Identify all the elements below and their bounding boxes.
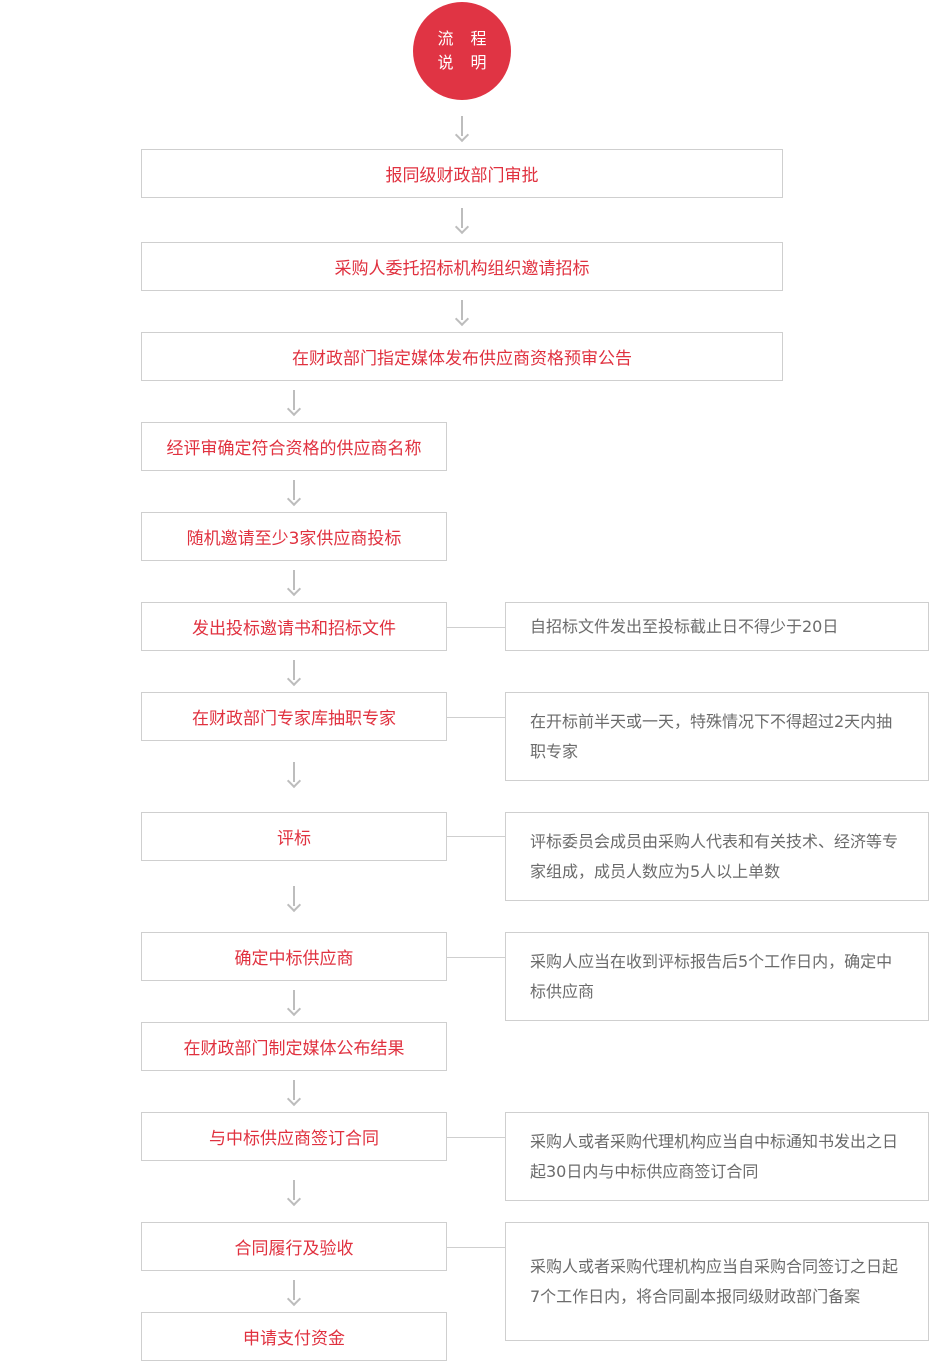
step-box: 在财政部门专家库抽职专家 xyxy=(141,692,447,741)
arrow-down-icon xyxy=(287,660,301,688)
step-box: 发出投标邀请书和招标文件 xyxy=(141,602,447,651)
step-box: 与中标供应商签订合同 xyxy=(141,1112,447,1161)
arrow-down-icon xyxy=(287,1280,301,1308)
connector-line xyxy=(447,957,505,958)
step-box: 确定中标供应商 xyxy=(141,932,447,981)
step-box: 经评审确定符合资格的供应商名称 xyxy=(141,422,447,471)
badge-line-2: 说 明 xyxy=(437,53,493,72)
note-box: 评标委员会成员由采购人代表和有关技术、经济等专家组成，成员人数应为5人以上单数 xyxy=(505,812,929,901)
note-text: 评标委员会成员由采购人代表和有关技术、经济等专家组成，成员人数应为5人以上单数 xyxy=(530,831,899,881)
step-box: 合同履行及验收 xyxy=(141,1222,447,1271)
arrow-down-icon xyxy=(287,990,301,1018)
note-box: 自招标文件发出至投标截止日不得少于20日 xyxy=(505,602,929,651)
note-text: 采购人或者采购代理机构应当自中标通知书发出之日起30日内与中标供应商签订合同 xyxy=(530,1131,899,1181)
connector-line xyxy=(447,836,505,837)
note-box: 采购人应当在收到评标报告后5个工作日内，确定中标供应商 xyxy=(505,932,929,1021)
note-text: 在开标前半天或一天，特殊情况下不得超过2天内抽职专家 xyxy=(530,711,893,761)
step-box: 采购人委托招标机构组织邀请招标 xyxy=(141,242,783,291)
connector-line xyxy=(447,1247,505,1248)
process-description-badge: 流 程 说 明 xyxy=(413,2,511,100)
arrow-down-icon xyxy=(455,116,469,144)
connector-line xyxy=(447,1137,505,1138)
note-box: 采购人或者采购代理机构应当自中标通知书发出之日起30日内与中标供应商签订合同 xyxy=(505,1112,929,1201)
note-text: 采购人应当在收到评标报告后5个工作日内，确定中标供应商 xyxy=(530,951,893,1001)
note-box: 采购人或者采购代理机构应当自采购合同签订之日起7个工作日内，将合同副本报同级财政… xyxy=(505,1222,929,1341)
arrow-down-icon xyxy=(287,762,301,790)
note-text: 自招标文件发出至投标截止日不得少于20日 xyxy=(530,616,839,636)
step-box: 在财政部门指定媒体发布供应商资格预审公告 xyxy=(141,332,783,381)
arrow-down-icon xyxy=(287,390,301,418)
arrow-down-icon xyxy=(455,300,469,328)
step-box: 随机邀请至少3家供应商投标 xyxy=(141,512,447,561)
badge-line-1: 流 程 xyxy=(437,29,493,48)
connector-line xyxy=(447,717,505,718)
connector-line xyxy=(447,627,505,628)
arrow-down-icon xyxy=(287,570,301,598)
step-box: 申请支付资金 xyxy=(141,1312,447,1361)
note-text: 采购人或者采购代理机构应当自采购合同签订之日起7个工作日内，将合同副本报同级财政… xyxy=(530,1256,899,1306)
note-box: 在开标前半天或一天，特殊情况下不得超过2天内抽职专家 xyxy=(505,692,929,781)
arrow-down-icon xyxy=(287,1080,301,1108)
arrow-down-icon xyxy=(287,1180,301,1208)
step-box: 在财政部门制定媒体公布结果 xyxy=(141,1022,447,1071)
arrow-down-icon xyxy=(287,480,301,508)
step-box: 评标 xyxy=(141,812,447,861)
step-box: 报同级财政部门审批 xyxy=(141,149,783,198)
arrow-down-icon xyxy=(455,208,469,236)
arrow-down-icon xyxy=(287,886,301,914)
